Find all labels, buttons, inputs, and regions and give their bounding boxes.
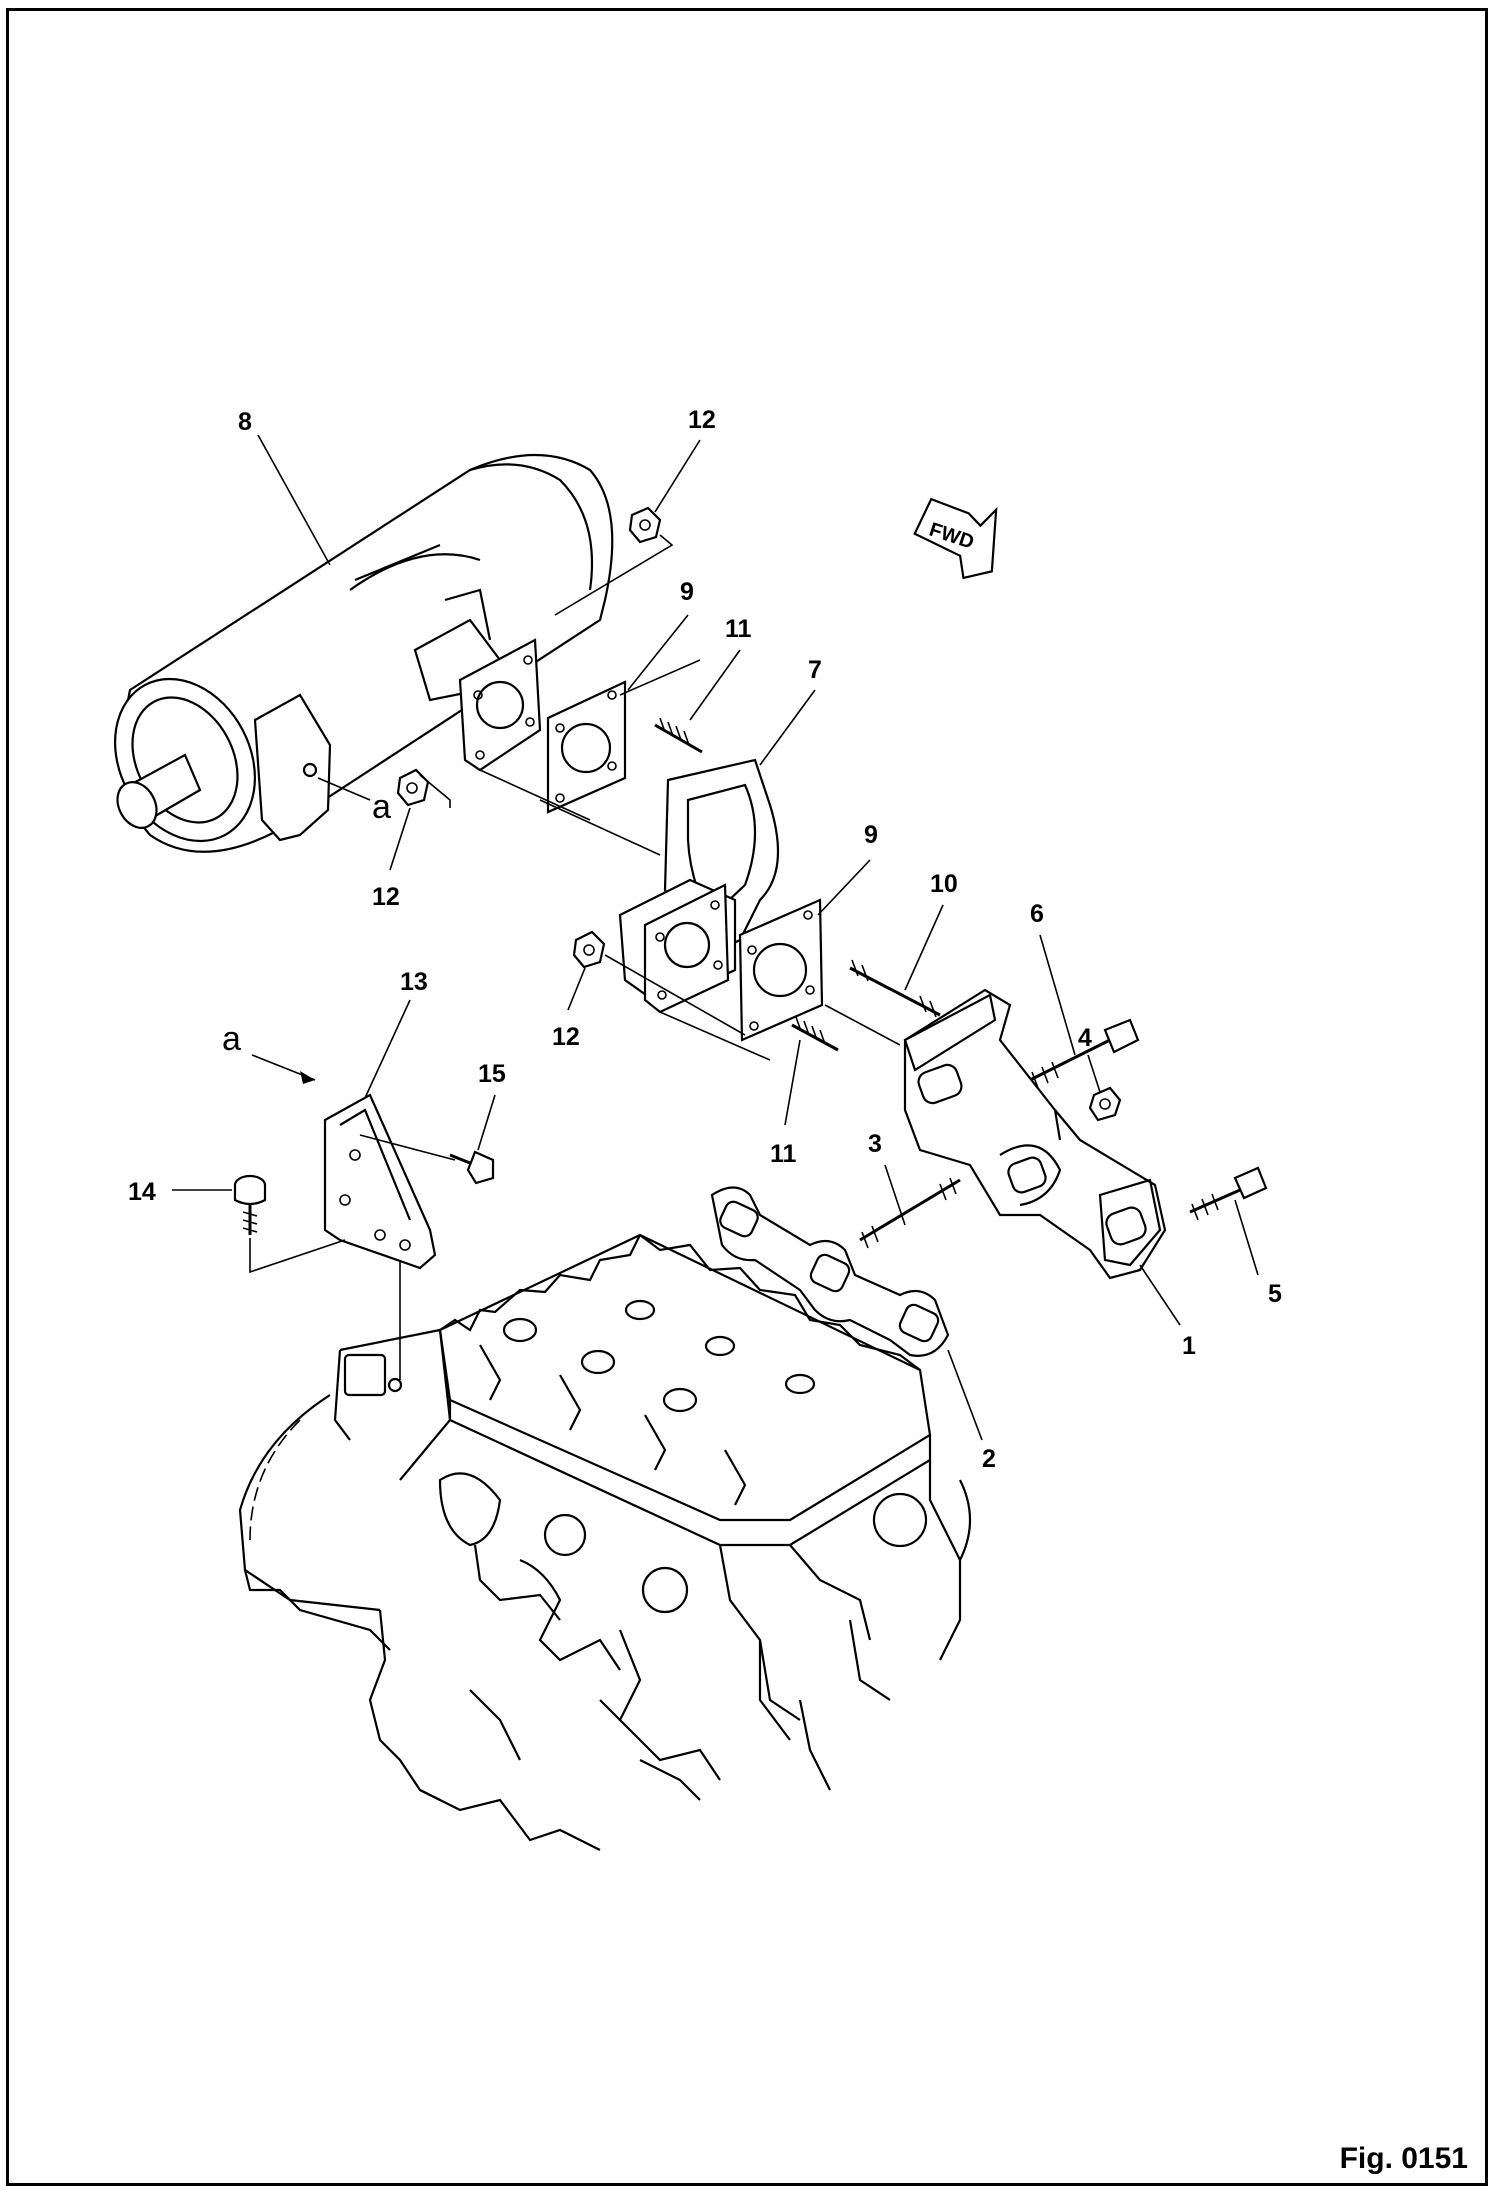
nut-12-mid-part (572, 930, 606, 969)
callout-12-top: 12 (688, 406, 716, 434)
callout-labels: 8 12 9 11 7 12 9 10 12 6 4 11 3 5 1 2 13… (128, 406, 1282, 1473)
callout-5: 5 (1268, 1280, 1282, 1308)
callout-12-left: 12 (372, 883, 400, 911)
drawing-border (6, 8, 1488, 2186)
callout-12-mid: 12 (552, 1023, 580, 1051)
muffler-part (113, 453, 614, 853)
nut-12-left-part (396, 768, 430, 807)
bolt-15-part (449, 1150, 495, 1185)
callout-1: 1 (1182, 1332, 1196, 1360)
engine-cylinder-head (438, 1233, 932, 1547)
callout-7: 7 (808, 656, 822, 684)
muffler-flange (458, 638, 542, 772)
callout-10: 10 (930, 870, 958, 898)
bolt-14-part (233, 1174, 267, 1235)
bolt-5-part (1189, 1166, 1268, 1221)
fwd-direction-marker: FWD (913, 497, 998, 580)
callout-6: 6 (1030, 900, 1044, 928)
stud-upper-part (654, 717, 703, 754)
callout-14: 14 (128, 1178, 156, 1206)
callout-4: 4 (1078, 1024, 1092, 1052)
callout-13: 13 (400, 968, 428, 996)
stud-lower-part (791, 1016, 839, 1052)
exhaust-elbow-part (618, 758, 780, 1014)
manifold-gasket-part (710, 1186, 950, 1357)
stud-3-part (859, 1177, 961, 1249)
gasket-lower-part (738, 898, 824, 1042)
nut-12-top-part (628, 506, 662, 544)
callout-9-lower: 9 (864, 821, 878, 849)
engine-block-lower (238, 1328, 972, 1851)
gasket-upper-part (546, 680, 627, 814)
exhaust-manifold-part (903, 988, 1167, 1280)
leader-lines (172, 434, 1259, 1441)
detail-ref-a-muffler: a (372, 788, 391, 826)
detail-ref-a-bracket: a (222, 1020, 241, 1058)
callout-3: 3 (868, 1130, 882, 1158)
stud-10-part (849, 959, 941, 1018)
bolt-6-part (1029, 1018, 1140, 1089)
muffler-bracket-part (323, 1093, 437, 1270)
callout-8: 8 (238, 408, 252, 436)
callout-9-upper: 9 (680, 578, 694, 606)
nut-4-part (1088, 1086, 1122, 1122)
callout-2: 2 (982, 1445, 996, 1473)
callout-11-lower: 11 (770, 1140, 797, 1168)
callout-11-upper: 11 (725, 615, 752, 643)
callout-15: 15 (478, 1060, 506, 1088)
figure-caption: Fig. 0151 (1339, 2142, 1468, 2175)
